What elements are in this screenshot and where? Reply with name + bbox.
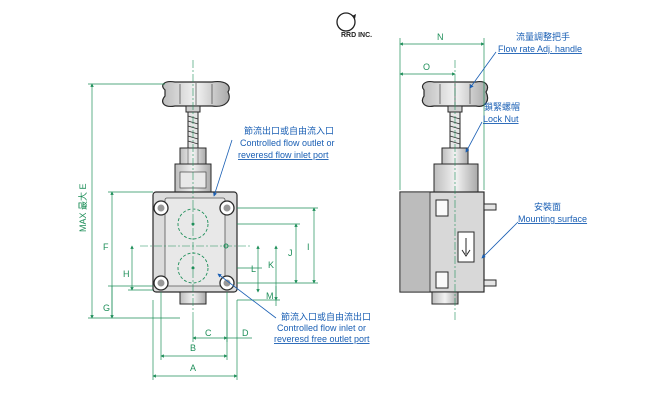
inlet-callout-en1: Controlled flow inlet or bbox=[277, 323, 366, 333]
dim-a-label: A bbox=[190, 363, 196, 373]
dim-k-label: K bbox=[268, 260, 274, 270]
logo-text: RRD INC. bbox=[341, 32, 372, 39]
dim-n-label: N bbox=[437, 32, 444, 42]
front-callouts: 節流出口或自由流入口 Controlled flow outlet or rev… bbox=[213, 125, 371, 344]
dim-g-label: G bbox=[103, 303, 110, 313]
front-dimension-labels: MAX 最大 E F G H A B C D I J K L M bbox=[77, 183, 310, 373]
front-dimensions bbox=[88, 83, 318, 380]
dim-c-label: C bbox=[205, 328, 212, 338]
outlet-port bbox=[177, 208, 209, 240]
lock-nut-en: Lock Nut bbox=[483, 114, 519, 124]
outlet-callout-cn: 節流出口或自由流入口 bbox=[244, 125, 334, 136]
side-view bbox=[399, 60, 497, 320]
lock-nut-cn: 鎖緊螺帽 bbox=[484, 101, 520, 112]
dim-d-label: D bbox=[242, 328, 249, 338]
inlet-callout-en2: reveresd free outlet port bbox=[274, 334, 370, 344]
front-view bbox=[140, 60, 250, 320]
outlet-callout-en1: Controlled flow outlet or bbox=[240, 138, 335, 148]
dim-i-label: I bbox=[307, 242, 310, 252]
dim-j-label: J bbox=[288, 248, 293, 258]
side-callouts: 流量調整把手 Flow rate Adj. handle 鎖緊螺帽 Lock N… bbox=[465, 31, 587, 259]
dim-m-label: M bbox=[266, 291, 274, 301]
side-dimension-labels: N O bbox=[423, 32, 444, 72]
mounting-bolts bbox=[153, 200, 235, 291]
flow-adj-en: Flow rate Adj. handle bbox=[498, 44, 582, 54]
dim-e-label: MAX 最大 E bbox=[77, 183, 88, 232]
inlet-callout-cn: 節流入口或自由流出口 bbox=[281, 311, 371, 322]
mounting-en: Mounting surface bbox=[518, 214, 587, 224]
side-dimensions bbox=[399, 38, 485, 190]
flow-adj-cn: 流量調整把手 bbox=[516, 31, 570, 42]
dim-f-label: F bbox=[103, 242, 109, 252]
flow-direction-icon bbox=[461, 238, 471, 257]
dim-h-label: H bbox=[123, 269, 130, 279]
dim-l-label: L bbox=[251, 264, 256, 274]
dim-o-label: O bbox=[423, 62, 430, 72]
company-logo: RRD INC. bbox=[336, 12, 372, 39]
dim-b-label: B bbox=[190, 343, 196, 353]
logo-ring-icon bbox=[336, 12, 356, 32]
mounting-cn: 安裝面 bbox=[534, 201, 561, 212]
outlet-callout-en2: reveresd flow inlet port bbox=[238, 150, 329, 160]
